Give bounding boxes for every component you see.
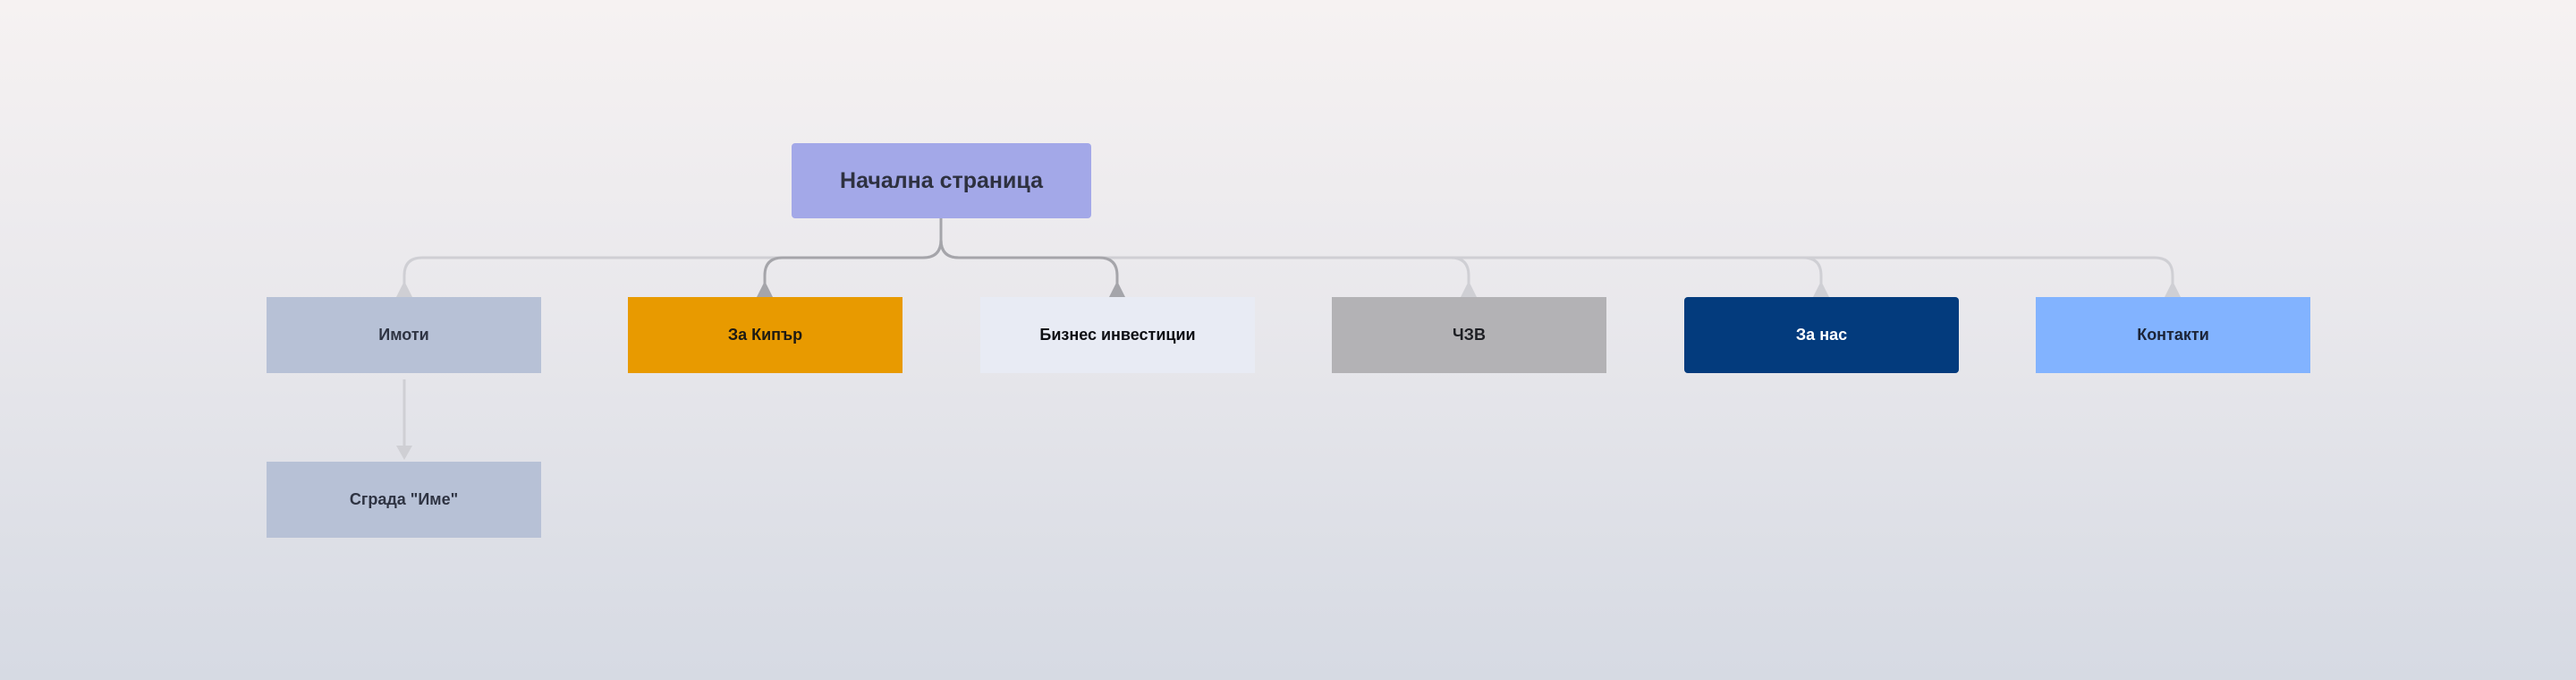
node-imoti[interactable]: Имоти	[267, 297, 541, 373]
node-kontakti[interactable]: Контакти	[2036, 297, 2310, 373]
connector-root-imoti	[402, 218, 943, 288]
node-sgrada-ime-label: Сграда "Име"	[349, 490, 459, 508]
node-za-kipar[interactable]: За Кипър	[628, 297, 902, 373]
node-sgrada-ime[interactable]: Сграда "Име"	[267, 462, 541, 538]
arrowhead-sgrada	[396, 446, 412, 460]
node-imoti-label: Имоти	[378, 326, 429, 344]
node-za-nas[interactable]: За нас	[1684, 297, 1959, 373]
connector-root-biznes	[939, 218, 1119, 288]
connector-root-zanas	[939, 218, 1823, 288]
node-biznes-investicii[interactable]: Бизнес инвестиции	[980, 297, 1255, 373]
node-home-label: Начална страница	[840, 167, 1043, 193]
connector-root-kontakti	[939, 218, 2174, 288]
arrowhead-zanas	[1813, 281, 1829, 297]
node-chzv[interactable]: ЧЗВ	[1332, 297, 1606, 373]
node-za-kipar-label: За Кипър	[727, 326, 803, 344]
node-za-nas-label: За нас	[1795, 326, 1848, 344]
connector-root-chzv	[939, 218, 1470, 288]
arrowhead-imoti	[396, 281, 412, 297]
node-biznes-investicii-label: Бизнес инвестиции	[1039, 326, 1196, 344]
arrowhead-kontakti	[2165, 281, 2181, 297]
node-kontakti-label: Контакти	[2137, 326, 2209, 344]
node-home[interactable]: Начална страница	[792, 143, 1091, 218]
arrowhead-kipar	[757, 281, 773, 297]
node-chzv-label: ЧЗВ	[1453, 326, 1486, 344]
connector-root-kipar	[763, 218, 943, 288]
arrowhead-chzv	[1461, 281, 1477, 297]
arrowhead-biznes	[1109, 281, 1125, 297]
